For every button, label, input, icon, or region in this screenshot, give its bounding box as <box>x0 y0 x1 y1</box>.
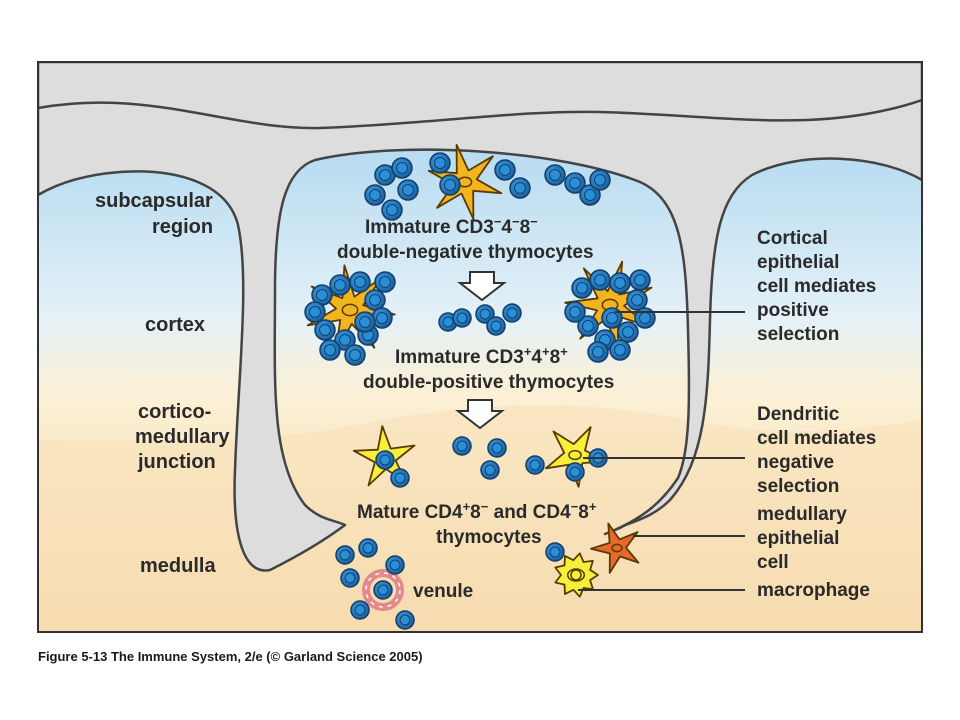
callout-dendritic-line-1: Dendritic <box>757 404 840 425</box>
thymocyte <box>373 580 393 600</box>
stage-label-mature-2: thymocytes <box>436 527 542 548</box>
callout-dendritic-line-3: negative <box>757 452 834 473</box>
callout-cortical-line-5: selection <box>757 324 839 345</box>
thymocyte <box>385 555 405 575</box>
thymocyte <box>544 164 566 186</box>
thymocyte <box>397 179 419 201</box>
thymocyte <box>358 538 378 558</box>
callout-medullary-line-1: medullary <box>757 504 847 525</box>
thymocyte <box>587 341 609 363</box>
thymocyte <box>395 610 415 630</box>
thymocyte <box>349 271 371 293</box>
callout-cortical-epithelial: Cortical epithelial cell mediates positive s… <box>757 228 876 345</box>
thymocyte <box>571 277 593 299</box>
thymocyte <box>589 169 611 191</box>
thymocyte <box>609 339 631 361</box>
figure-caption: Figure 5-13 The Immune System, 2/e (© Ga… <box>38 649 423 664</box>
stage-label-double-negative-2: double-negative thymocytes <box>337 242 594 263</box>
callout-medullary-line-3: cell <box>757 552 789 573</box>
callout-cortical-line-1: Cortical <box>757 228 828 249</box>
thymocyte <box>344 344 366 366</box>
thymocyte <box>564 172 586 194</box>
capsule-trabeculae <box>38 62 922 572</box>
thymocyte <box>311 284 333 306</box>
capsule-edge <box>38 98 922 130</box>
thymocyte <box>565 462 585 482</box>
thymocyte <box>452 436 472 456</box>
thymocyte <box>304 301 326 323</box>
callout-cortical-line-4: positive <box>757 300 829 321</box>
thymocyte <box>452 308 472 328</box>
thymocyte <box>494 159 516 181</box>
stage-label-double-positive-1: Immature CD3+4+8+ <box>395 344 568 368</box>
thymocyte <box>329 274 351 296</box>
thymocyte <box>509 177 531 199</box>
thymocyte <box>391 157 413 179</box>
medullary-epithelial-cell <box>590 522 640 574</box>
region-label-corticomedullary-1: cortico- <box>138 401 211 423</box>
thymocyte <box>577 315 599 337</box>
stage-label-mature-1: Mature CD4+8− and CD4−8+ <box>357 499 597 523</box>
thymocyte <box>564 301 586 323</box>
thymocyte <box>579 184 601 206</box>
thymocyte <box>340 568 360 588</box>
thymocyte <box>319 339 341 361</box>
thymocyte <box>335 545 355 565</box>
venule <box>362 569 404 611</box>
thymocyte <box>350 600 370 620</box>
region-label-corticomedullary-2: medullary <box>135 426 230 448</box>
diagram-frame <box>37 61 923 633</box>
callout-macrophage: macrophage <box>757 580 870 601</box>
thymocyte <box>374 164 396 186</box>
thymocyte <box>354 311 376 333</box>
stage-label-double-negative-1: Immature CD3−4−8− <box>365 214 538 238</box>
thymocyte <box>364 289 386 311</box>
thymocyte <box>589 269 611 291</box>
region-label-subcapsular-2: region <box>152 216 213 238</box>
thymocyte <box>609 272 631 294</box>
thymocyte <box>374 271 396 293</box>
region-label-cortex: cortex <box>145 314 205 336</box>
thymocyte <box>617 321 639 343</box>
down-arrow-2 <box>455 399 505 430</box>
down-arrow-1 <box>457 271 507 302</box>
macrophage <box>554 552 599 598</box>
stage-label-double-positive-2: double-positive thymocytes <box>363 372 614 393</box>
thymocyte <box>375 450 395 470</box>
callout-cortical-line-2: epithelial <box>757 252 839 273</box>
cortical-epithelial-cell <box>427 144 503 220</box>
thymocyte <box>390 468 410 488</box>
thymocyte <box>381 199 403 221</box>
callout-dendritic-line-2: cell mediates <box>757 428 876 449</box>
thymocyte <box>487 438 507 458</box>
thymocyte <box>480 460 500 480</box>
callout-dendritic: Dendritic cell mediates negative selection <box>757 404 876 497</box>
region-label-corticomedullary-3: junction <box>137 451 216 473</box>
thymocyte <box>486 316 506 336</box>
region-label-subcapsular-1: subcapsular <box>95 190 213 212</box>
callout-dendritic-line-4: selection <box>757 476 839 497</box>
callout-medullary-epithelial: medullary epithelial cell <box>757 504 847 573</box>
thymocyte <box>439 174 461 196</box>
thymocyte <box>545 542 565 562</box>
thymocyte <box>364 184 386 206</box>
thymocyte <box>334 329 356 351</box>
thymocyte <box>629 269 651 291</box>
cells-layer <box>304 144 656 630</box>
callout-cortical-line-3: cell mediates <box>757 276 876 297</box>
thymocyte <box>525 455 545 475</box>
thymocyte <box>314 319 336 341</box>
thymocyte <box>626 289 648 311</box>
thymocyte <box>429 152 451 174</box>
thymocyte <box>475 304 495 324</box>
callout-venule: venule <box>413 581 473 602</box>
callout-medullary-line-2: epithelial <box>757 528 839 549</box>
thymocyte <box>502 303 522 323</box>
region-label-medulla: medulla <box>140 555 216 577</box>
